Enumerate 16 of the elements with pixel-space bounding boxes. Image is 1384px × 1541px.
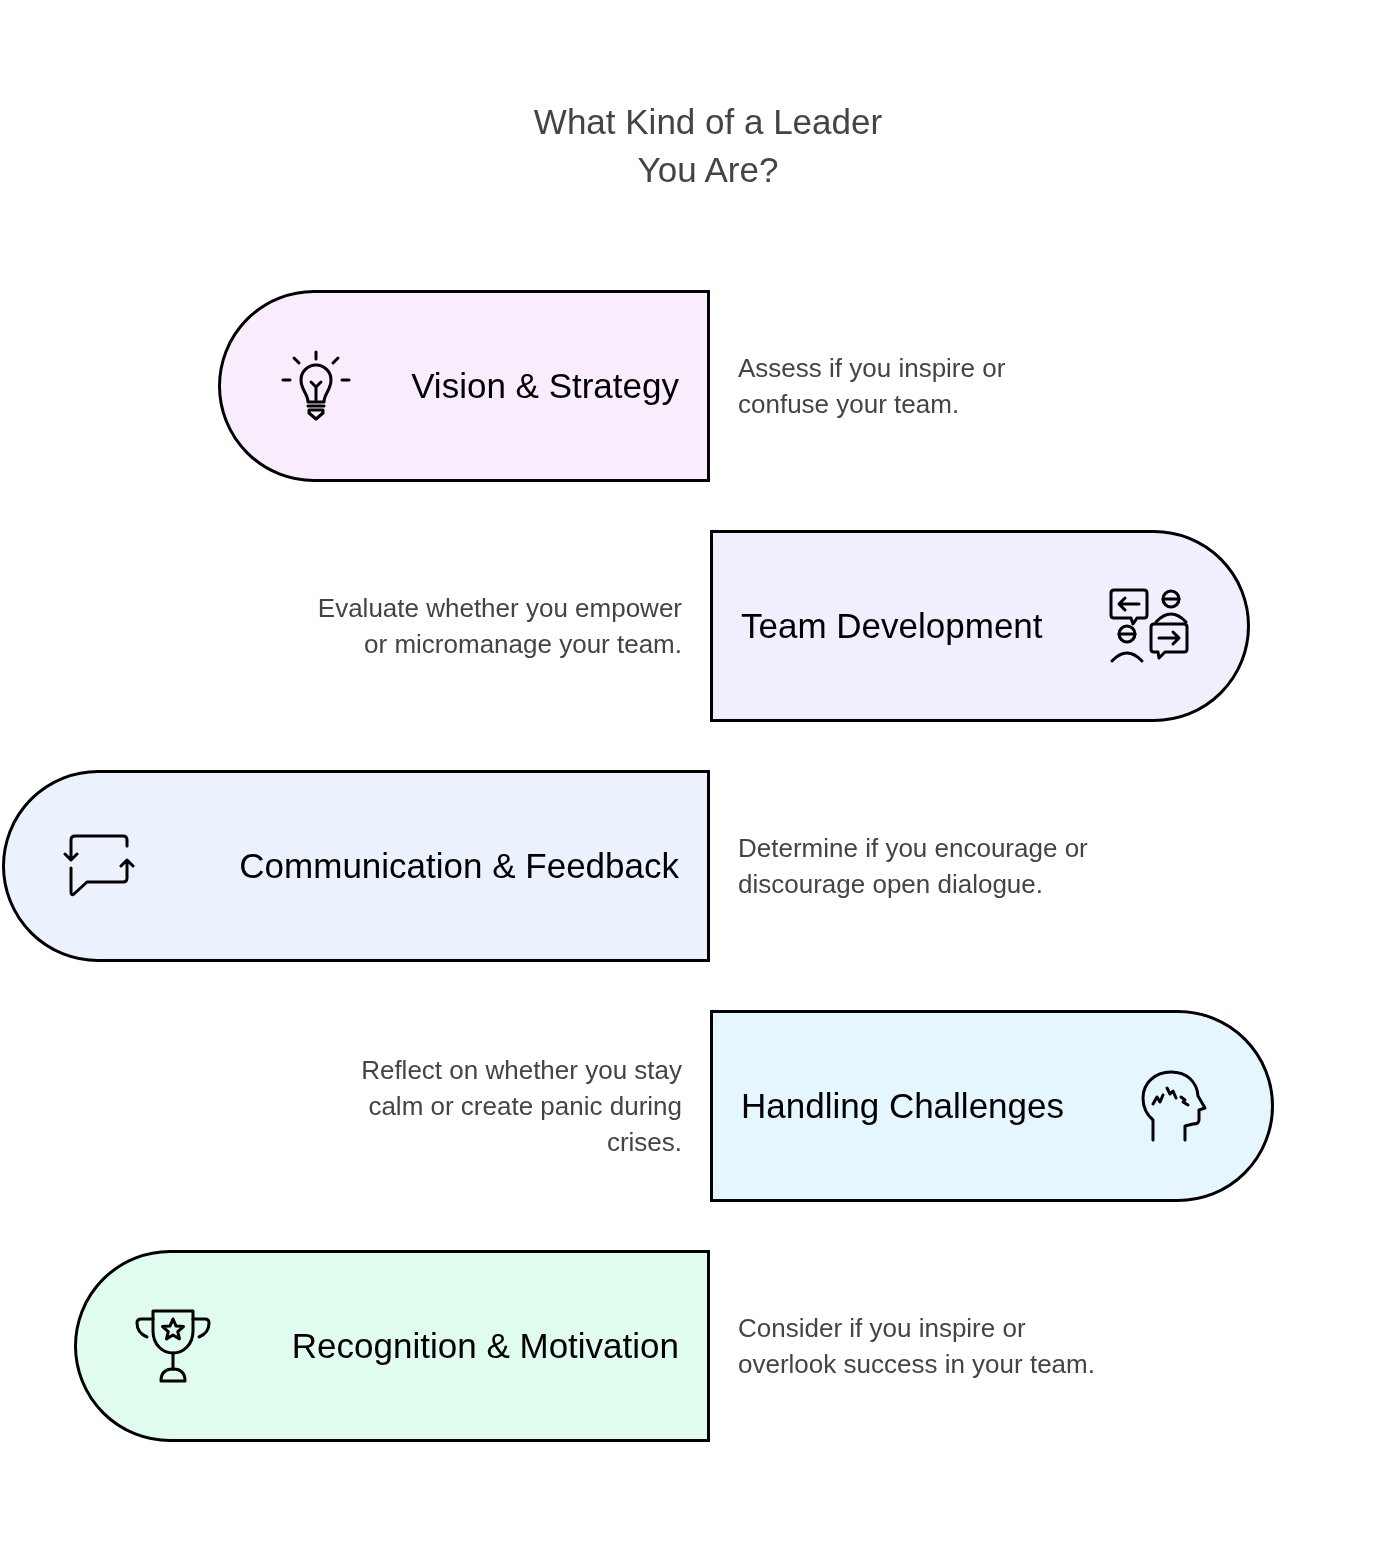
category-panel — [2, 770, 710, 962]
description-text: Determine if you encourage or discourage open dialogue. — [738, 832, 1089, 901]
category-title: Vision & Strategy — [411, 366, 679, 406]
category-panel — [218, 290, 710, 482]
category-panel — [710, 530, 1250, 722]
category-title: Recognition & Motivation — [291, 1326, 679, 1366]
description-text: Assess if you inspire or confuse your team. — [738, 352, 1007, 421]
description-text: Evaluate whether you empower or micromanage your team. — [316, 592, 682, 661]
category-panel — [710, 1010, 1274, 1202]
description-text: Reflect on whether you stay calm or create panic during crises. — [360, 1054, 682, 1159]
category-title: Communication & Feedback — [239, 846, 679, 886]
description-text: Consider if you inspire or overlook success in your team. — [738, 1312, 1096, 1381]
diagram-title: What Kind of a Leader You Are? — [532, 101, 884, 191]
category-panel — [74, 1250, 710, 1442]
category-title: Team Development — [741, 606, 1043, 646]
category-title: Handling Challenges — [741, 1086, 1064, 1126]
